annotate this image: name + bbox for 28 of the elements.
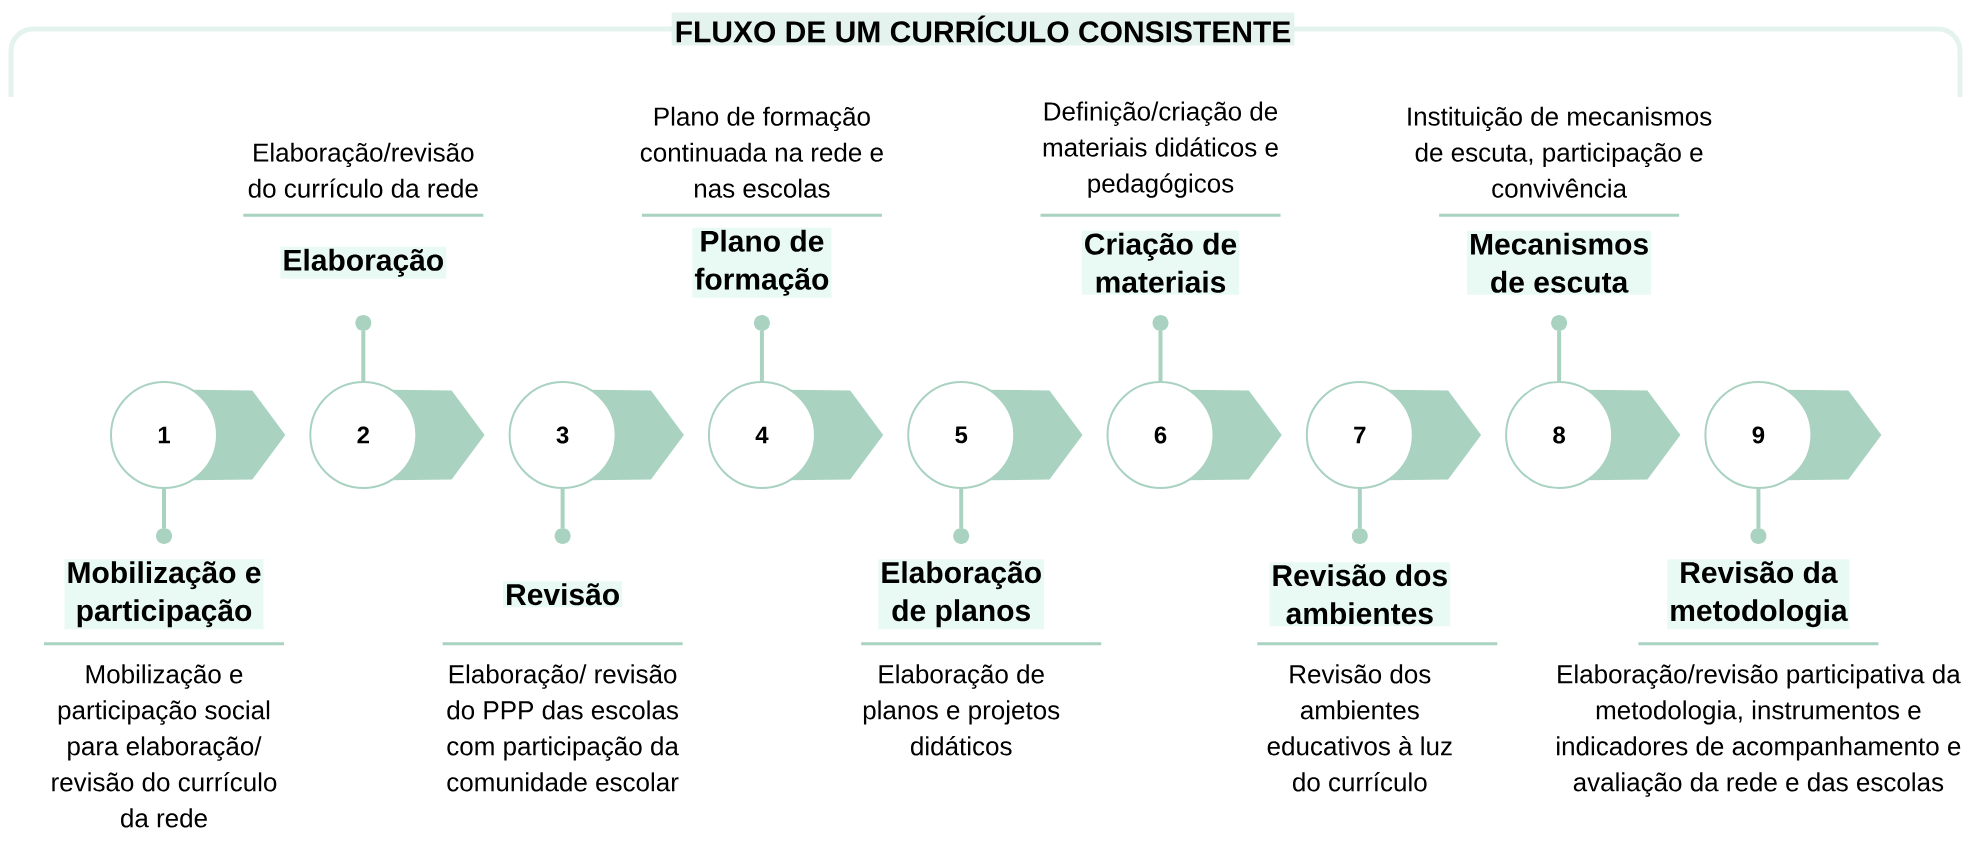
chevron-arrow (1187, 389, 1282, 481)
chevron-arrow (1387, 389, 1482, 481)
chevron-arrow (390, 389, 485, 481)
pin-line (1158, 331, 1163, 381)
pin-line (1357, 489, 1362, 528)
pin-line (1756, 489, 1761, 528)
step-caption: Mobilização e participação Mobilização e participação social para elaboração/ revisão do currículo da rede (44, 559, 284, 828)
pin-line (1557, 331, 1562, 381)
chevron-arrow (191, 389, 286, 481)
pin-line (959, 489, 964, 528)
chevron-arrow (1586, 389, 1681, 481)
chevron-arrow (590, 389, 684, 481)
pin-line (162, 489, 166, 528)
chevron-arrow (1785, 389, 1882, 481)
step-caption: Definição/criação de materiais didáticos e pedagógicos Criação de materiais (1040, 101, 1281, 295)
chevron-arrow (789, 389, 884, 481)
step-caption: Instituição de mecanismos de escuta, participação e convivência Mecanismos de escuta (1408, 106, 1712, 295)
diagram-title: FLUXO DE UM CURRÍCULO CONSISTENTE (671, 12, 1295, 46)
pin-line (361, 331, 366, 381)
step-caption: Elaboração/revisão do currículo da rede Elaboração (243, 142, 484, 279)
pin-line (759, 331, 764, 381)
pin-line (560, 489, 565, 528)
step-caption: Elaboração de planos Elaboração de planos e projetos didáticos (861, 559, 1102, 756)
step-caption: Revisão dos ambientes Revisão dos ambientes educativos à luz do currículo (1257, 562, 1498, 792)
step-caption: Revisão da metodologia Elaboração/revisão participativa da metodologia, instrumentos e indicadores de acompanhamento e avaliação da rede e das escolas (1557, 559, 1961, 797)
chevron-arrow (988, 389, 1083, 481)
step-caption: Revisão Elaboração/ revisão do PPP das escolas com participação da comunidade escolar (442, 581, 683, 792)
step-caption: Plano de formação continuada na rede e nas escolas Plano de formação (640, 106, 883, 298)
